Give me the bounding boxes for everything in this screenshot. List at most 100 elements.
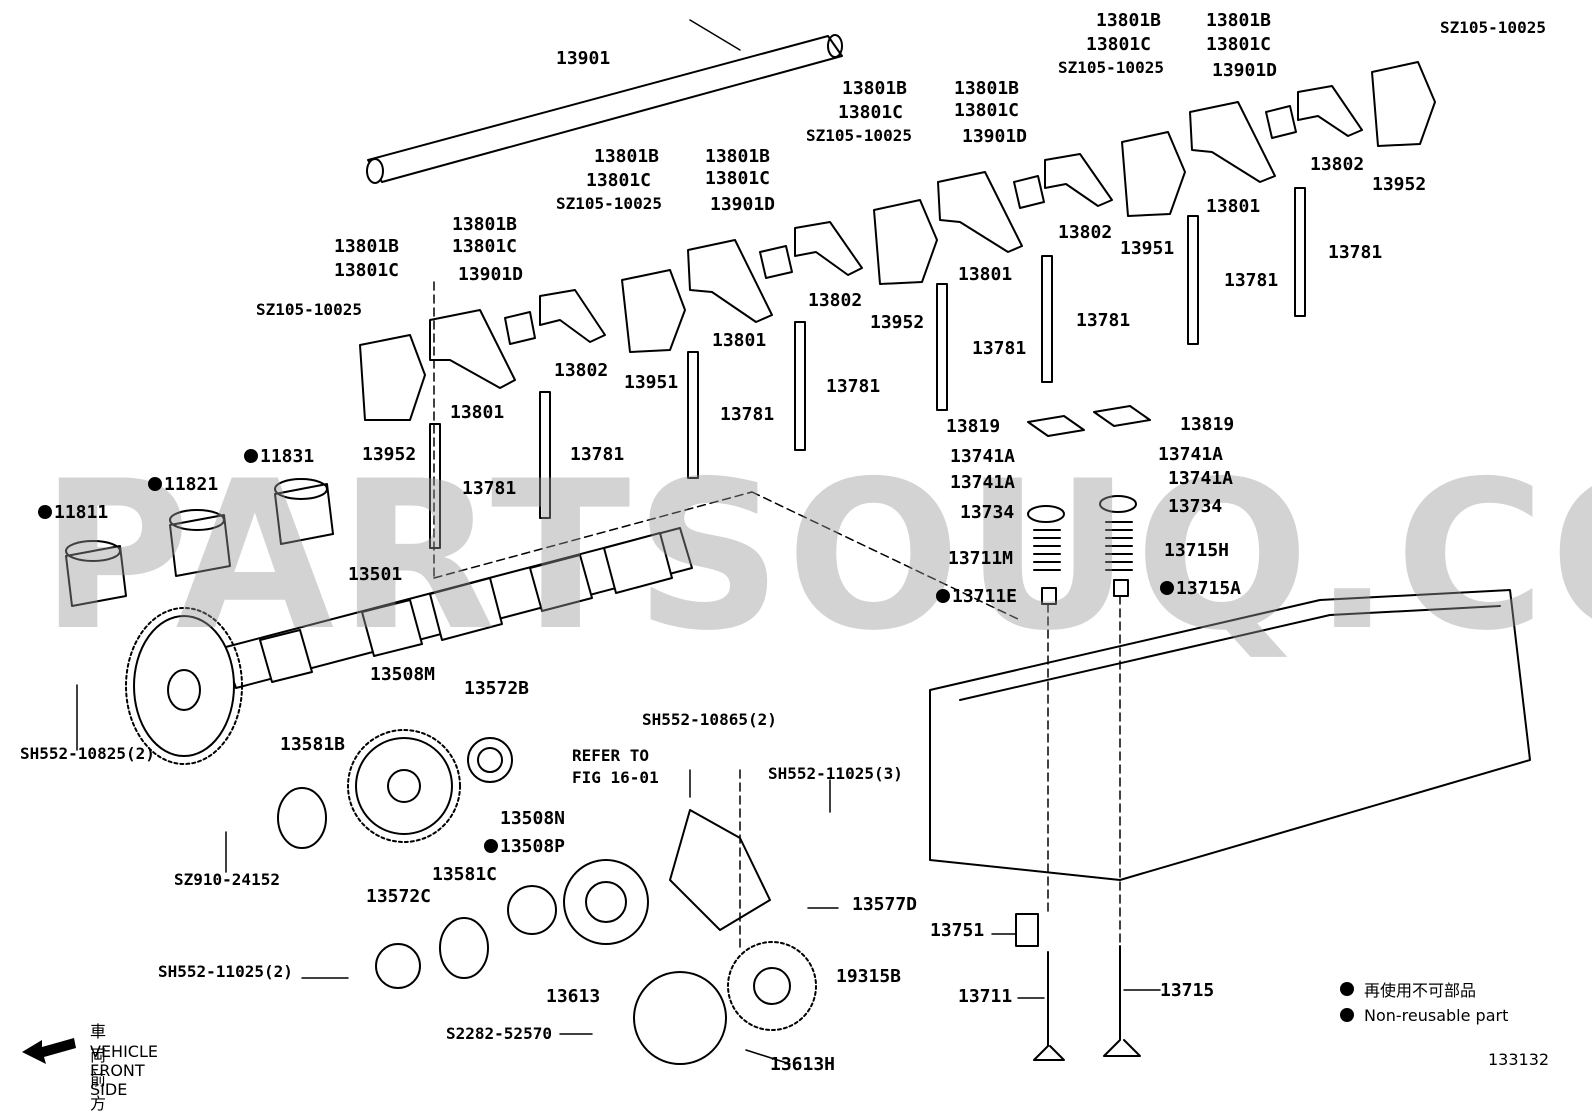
part-number-text: 13751 (930, 920, 985, 941)
part-label-p11831: 11831 (244, 448, 314, 466)
part-label-s2282: S2282-52570 (446, 1026, 552, 1042)
part-label-p13801-1: 13801 (450, 404, 504, 422)
part-label-p11811: 11811 (38, 504, 108, 522)
part-label-p13801b-3: 13801B (594, 148, 659, 166)
part-label-p13819-1: 13819 (946, 418, 1000, 436)
part-label-p13802-1: 13802 (554, 362, 608, 380)
vehicle-front-en: VEHICLE FRONT SIDE (90, 1042, 158, 1099)
non-reusable-dot-icon (244, 449, 258, 463)
watermark-text: PARTSOUQ.COM (40, 438, 1592, 676)
part-number-text: 13781 (462, 478, 517, 499)
part-number-text: 13711E (952, 586, 1018, 607)
part-label-sh552-11025-3: SH552-11025(3) (768, 766, 903, 782)
part-label-p13741a-2: 13741A (950, 474, 1015, 492)
part-label-p13613h: 13613H (770, 1056, 835, 1074)
part-number-text: 13801C (705, 168, 771, 189)
part-number-text: 13802 (1058, 222, 1113, 243)
part-number-text: SH552-11025(3) (768, 764, 903, 783)
part-label-p13901: 13901 (556, 50, 610, 68)
part-label-p13501: 13501 (348, 566, 402, 584)
part-label-p13801c-6: 13801C (954, 102, 1019, 120)
figure-number: 133132 (1488, 1050, 1550, 1069)
part-number-text: 13802 (554, 360, 609, 381)
part-label-p13741a-3: 13741A (1158, 446, 1223, 464)
part-number-text: 13819 (946, 416, 1001, 437)
part-number-text: 13801 (1206, 196, 1261, 217)
part-label-p13781-1: 13781 (462, 480, 516, 498)
part-label-p13801b-6: 13801B (954, 80, 1019, 98)
part-label-refer2: FIG 16-01 (572, 770, 659, 786)
part-label-p11821: 11821 (148, 476, 218, 494)
part-label-p13508p: 13508P (484, 838, 565, 856)
part-number-text: 13901D (458, 264, 524, 285)
part-number-text: 11831 (260, 446, 315, 467)
part-label-refer1: REFER TO (572, 748, 649, 764)
part-number-text: 13801B (334, 236, 400, 257)
rocker-arm-assemblies (359, 61, 1436, 421)
part-number-text: 13801C (586, 170, 652, 191)
part-number-text: 13801C (1086, 34, 1152, 55)
part-number-text: 13801C (1206, 34, 1272, 55)
part-number-text: 13577D (852, 894, 918, 915)
part-label-p13952-1: 13952 (362, 446, 416, 464)
part-number-text: 13781 (826, 376, 881, 397)
non-reusable-dot-icon (484, 839, 498, 853)
part-label-p13819-2: 13819 (1180, 416, 1234, 434)
part-label-sz-5: SZ105-10025 (1440, 20, 1546, 36)
part-number-text: 13781 (972, 338, 1027, 359)
part-number-text: 13801B (594, 146, 660, 167)
part-number-text: SZ105-10025 (1440, 18, 1546, 37)
part-label-sz-1: SZ105-10025 (256, 302, 362, 318)
part-label-p13802-4: 13802 (1310, 156, 1364, 174)
dashed-guide-lines (433, 281, 1121, 951)
part-label-p13901d-1: 13901D (458, 266, 523, 284)
part-label-p13801-2: 13801 (712, 332, 766, 350)
part-number-text: 11811 (54, 502, 109, 523)
part-number-text: FIG 16-01 (572, 768, 659, 787)
camshaft-illustration (125, 527, 693, 765)
part-number-text: 13781 (1224, 270, 1279, 291)
part-label-p13572c: 13572C (366, 888, 431, 906)
part-number-text: 13801B (1096, 10, 1162, 31)
part-number-text: 13711M (948, 548, 1014, 569)
part-number-text: SZ910-24152 (174, 870, 280, 889)
part-number-text: 13801C (954, 100, 1020, 121)
part-number-text: SZ105-10025 (556, 194, 662, 213)
part-number-text: 13901D (962, 126, 1028, 147)
leader-lines (76, 19, 1161, 1065)
part-label-p13801b-1: 13801B (334, 238, 399, 256)
part-number-text: 13952 (870, 312, 925, 333)
part-label-p13801b-2: 13801B (452, 216, 517, 234)
part-label-p13801-3: 13801 (958, 266, 1012, 284)
part-number-text: 13715H (1164, 540, 1230, 561)
part-number-text: 13781 (1328, 242, 1383, 263)
non-reusable-dot-icon (38, 505, 52, 519)
part-number-text: 13801B (842, 78, 908, 99)
part-number-text: 13802 (808, 290, 863, 311)
part-label-p13801c-4: 13801C (705, 170, 770, 188)
part-label-sz-2: SZ105-10025 (556, 196, 662, 212)
part-label-p13802-3: 13802 (1058, 224, 1112, 242)
part-label-p13801b-5: 13801B (842, 80, 907, 98)
part-label-p13508m: 13508M (370, 666, 435, 684)
non-reusable-dot-icon (1340, 982, 1354, 996)
part-label-p13572b: 13572B (464, 680, 529, 698)
part-number-text: S2282-52570 (446, 1024, 552, 1043)
push-rod-illustrations (429, 187, 1306, 549)
non-reusable-dot-icon (148, 477, 162, 491)
part-number-text: SH552-11025(2) (158, 962, 293, 981)
part-label-p13951-2: 13951 (1120, 240, 1174, 258)
legend-row-en: Non-reusable part (1340, 1002, 1508, 1028)
part-number-text: 13801 (712, 330, 767, 351)
part-number-text: 13951 (1120, 238, 1175, 259)
part-number-text: 13572B (464, 678, 530, 699)
part-number-text: 13801C (838, 102, 904, 123)
vehicle-front-arrow (22, 1038, 76, 1064)
cylinder-head-illustration (929, 589, 1531, 881)
part-number-text: 19315B (836, 966, 902, 987)
part-number-text: 13781 (1076, 310, 1131, 331)
part-number-text: 13715 (1160, 980, 1215, 1001)
part-label-p13508n: 13508N (500, 810, 565, 828)
part-label-p13801c-8: 13801C (1206, 36, 1271, 54)
part-label-p13715: 13715 (1160, 982, 1214, 1000)
